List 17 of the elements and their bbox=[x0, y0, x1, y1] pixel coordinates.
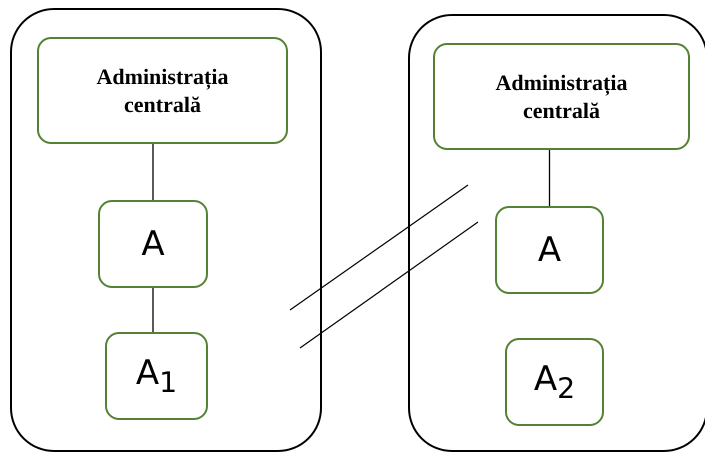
group-container bbox=[10, 8, 322, 452]
org-box bbox=[433, 43, 690, 150]
group-container bbox=[408, 14, 705, 452]
unit-title: Administrația centrală bbox=[96, 62, 230, 118]
unit-label: A$_{1}$ bbox=[136, 353, 178, 399]
unit-box bbox=[98, 200, 208, 288]
unit-label: A$_{2}$ bbox=[534, 359, 576, 405]
unit-box bbox=[495, 206, 604, 294]
connector-line bbox=[152, 144, 154, 200]
unit-title: Administrația centrală bbox=[494, 68, 628, 124]
connector-line bbox=[152, 288, 154, 332]
unit-box bbox=[105, 332, 208, 420]
unit-label: A bbox=[141, 224, 165, 264]
connector-line bbox=[548, 150, 550, 206]
unit-label: A bbox=[538, 230, 562, 270]
org-box bbox=[37, 37, 288, 144]
unit-box bbox=[505, 338, 604, 426]
